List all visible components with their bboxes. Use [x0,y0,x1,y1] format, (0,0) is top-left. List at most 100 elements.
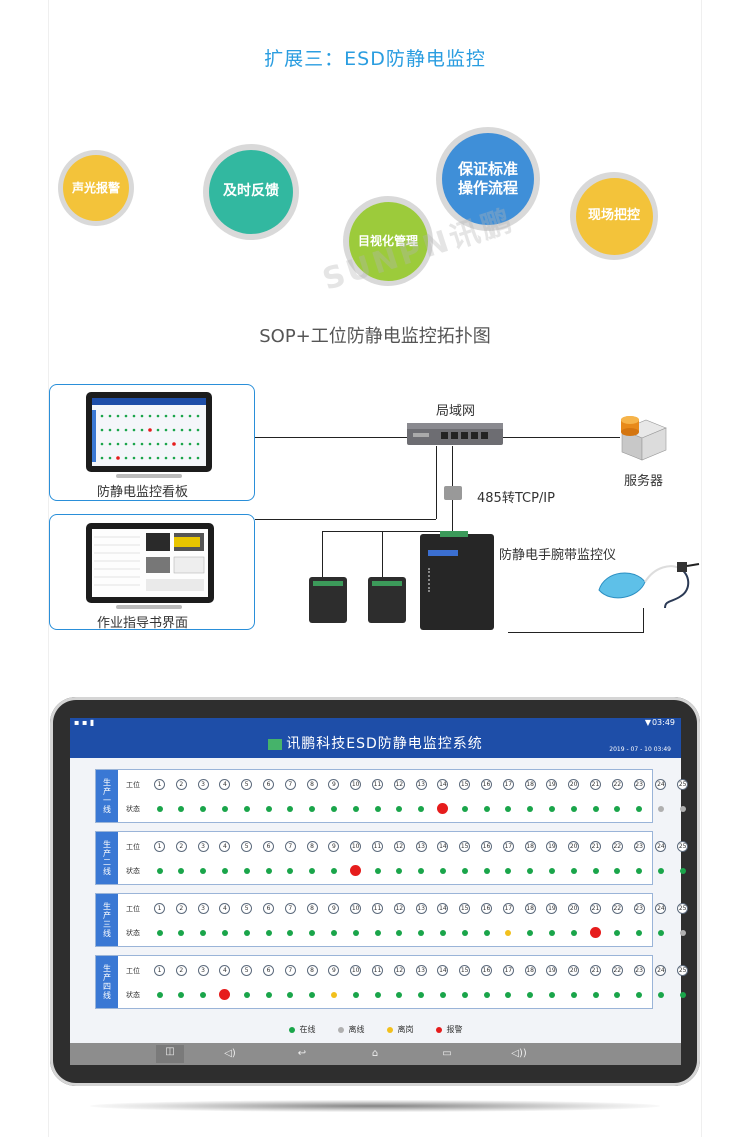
station-status-dot[interactable] [439,991,446,998]
station-status-dot[interactable] [548,805,555,812]
volume-down-icon[interactable]: ◁) [224,1048,236,1059]
station-number[interactable]: 15 [459,903,471,914]
station-number[interactable]: 10 [350,779,362,790]
station-number[interactable]: 22 [611,903,623,914]
station-number[interactable]: 19 [546,841,558,852]
station-status-dot[interactable] [570,991,577,998]
station-number[interactable]: 2 [175,841,187,852]
station-status-dot[interactable] [156,867,163,874]
station-status-dot[interactable] [352,929,359,936]
station-number[interactable]: 23 [633,903,645,914]
station-number[interactable]: 18 [524,965,536,976]
station-number[interactable]: 9 [328,965,340,976]
android-nav-bar[interactable]: ◫ ◁) ↩ ⌂ ▭ ◁)) [70,1043,681,1065]
station-number[interactable]: 22 [611,965,623,976]
station-number[interactable]: 17 [502,779,514,790]
station-number[interactable]: 21 [590,965,601,976]
station-number[interactable]: 20 [568,965,580,976]
station-number[interactable]: 2 [175,903,187,914]
station-status-dot[interactable] [330,805,337,812]
station-status-dot[interactable] [200,929,207,936]
station-number[interactable]: 2 [175,965,187,976]
station-status-dot[interactable] [483,991,490,998]
station-number[interactable]: 18 [524,903,536,914]
station-status-dot[interactable] [570,929,577,936]
station-number[interactable]: 15 [459,841,471,852]
station-number[interactable]: 5 [241,841,253,852]
station-status-dot[interactable] [636,929,643,936]
station-number[interactable]: 12 [393,965,405,976]
station-status-dot[interactable] [330,867,337,874]
station-status-dot[interactable] [439,867,446,874]
station-number[interactable]: 4 [219,965,231,976]
station-number[interactable]: 22 [611,779,623,790]
station-status-dot[interactable] [679,805,686,812]
station-number[interactable]: 6 [263,841,274,852]
station-status-dot[interactable] [265,867,272,874]
station-number[interactable]: 14 [437,841,449,852]
station-number[interactable]: 1 [154,965,165,976]
station-number[interactable]: 3 [197,841,209,852]
station-number[interactable]: 24 [655,841,667,852]
station-status-dot[interactable] [178,867,185,874]
station-status-dot[interactable] [592,805,599,812]
station-status-dot[interactable] [657,929,664,936]
station-status-dot[interactable] [636,991,643,998]
station-status-dot[interactable] [396,991,403,998]
station-status-dot[interactable] [374,991,381,998]
station-number[interactable]: 5 [241,903,253,914]
station-status-dot[interactable] [527,991,534,998]
station-status-dot[interactable] [527,929,534,936]
station-status-dot[interactable] [396,805,403,812]
station-number[interactable]: 16 [481,841,492,852]
station-status-dot[interactable] [614,805,621,812]
station-number[interactable]: 14 [437,965,449,976]
station-number[interactable]: 9 [328,841,340,852]
station-number[interactable]: 7 [284,903,296,914]
station-status-dot[interactable] [483,867,490,874]
station-status-dot[interactable] [374,867,381,874]
station-status-dot[interactable] [221,867,228,874]
station-status-dot[interactable] [461,929,468,936]
station-status-dot[interactable] [221,929,228,936]
station-status-dot[interactable] [156,929,163,936]
station-number[interactable]: 23 [633,841,645,852]
station-number[interactable]: 20 [568,903,580,914]
station-number[interactable]: 18 [524,841,536,852]
station-status-dot[interactable] [156,805,163,812]
station-number[interactable]: 15 [459,965,471,976]
station-status-dot[interactable] [178,929,185,936]
station-status-dot[interactable] [548,867,555,874]
station-number[interactable]: 11 [372,779,383,790]
station-status-dot[interactable] [243,805,250,812]
station-number[interactable]: 1 [154,779,165,790]
station-status-dot[interactable] [418,805,425,812]
station-number[interactable]: 11 [372,965,383,976]
station-status-dot[interactable] [657,867,664,874]
station-status-dot[interactable] [570,805,577,812]
station-number[interactable]: 19 [546,965,558,976]
station-status-dot[interactable] [309,867,316,874]
station-status-dot[interactable] [287,929,294,936]
station-status-dot[interactable] [418,929,425,936]
station-status-dot[interactable] [505,929,512,936]
station-status-dot[interactable] [590,927,601,938]
station-status-dot[interactable] [527,805,534,812]
station-number[interactable]: 13 [415,903,427,914]
station-number[interactable]: 8 [306,841,318,852]
station-number[interactable]: 21 [590,779,601,790]
station-number[interactable]: 12 [393,903,405,914]
station-number[interactable]: 21 [590,903,601,914]
station-number[interactable]: 10 [350,903,362,914]
station-number[interactable]: 5 [241,779,253,790]
station-status-dot[interactable] [461,991,468,998]
station-status-dot[interactable] [200,805,207,812]
home-icon[interactable]: ⌂ [371,1048,379,1059]
station-number[interactable]: 17 [502,841,514,852]
station-status-dot[interactable] [483,929,490,936]
station-number[interactable]: 3 [197,779,209,790]
station-number[interactable]: 15 [459,779,471,790]
station-number[interactable]: 24 [655,903,667,914]
station-status-dot[interactable] [505,991,512,998]
station-number[interactable]: 25 [677,779,689,790]
